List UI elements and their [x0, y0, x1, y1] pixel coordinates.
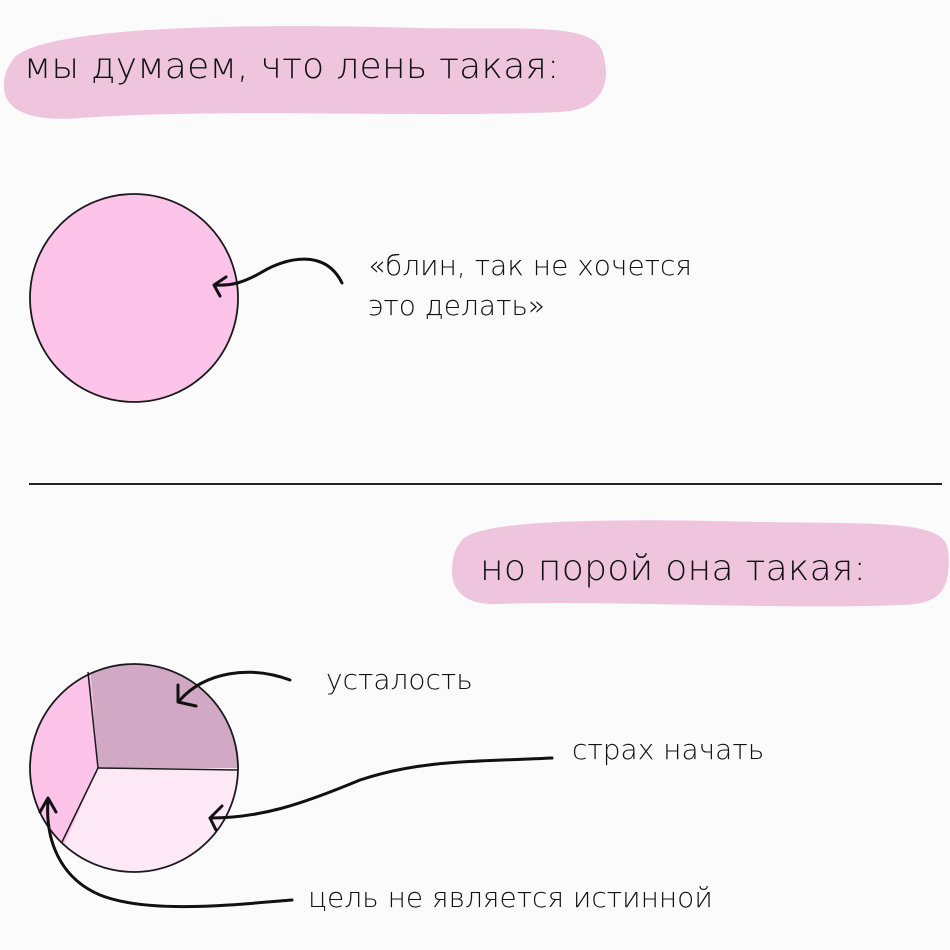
arrowhead-icon: [208, 804, 224, 832]
arrowhead-icon: [176, 683, 198, 708]
arrow-icon: [46, 798, 294, 909]
heading-highlight-top: [3, 26, 606, 119]
circle-label-line2: это делать»: [368, 289, 546, 322]
arrow-icon: [208, 756, 554, 820]
segment-label-goal: цель не является истинной: [308, 881, 713, 914]
segment-label-fear: страх начать: [572, 733, 765, 766]
heading-top: мы думаем, что лень такая:: [24, 46, 560, 87]
heading-highlight-bottom: [452, 520, 949, 607]
arrow-icon: [178, 670, 292, 702]
arrow-icon: [214, 257, 344, 287]
pie-segment-fatigue: [88, 664, 238, 768]
circle-label-line1: «блин, так не хочется: [368, 249, 692, 282]
arrowhead-icon: [38, 796, 58, 814]
arrowhead-icon: [212, 275, 228, 298]
laziness-simple-circle: [29, 193, 239, 403]
segment-label-fatigue: усталость: [326, 663, 473, 696]
laziness-pie-chart: [29, 663, 239, 873]
heading-bottom: но порой она такая:: [480, 548, 867, 589]
